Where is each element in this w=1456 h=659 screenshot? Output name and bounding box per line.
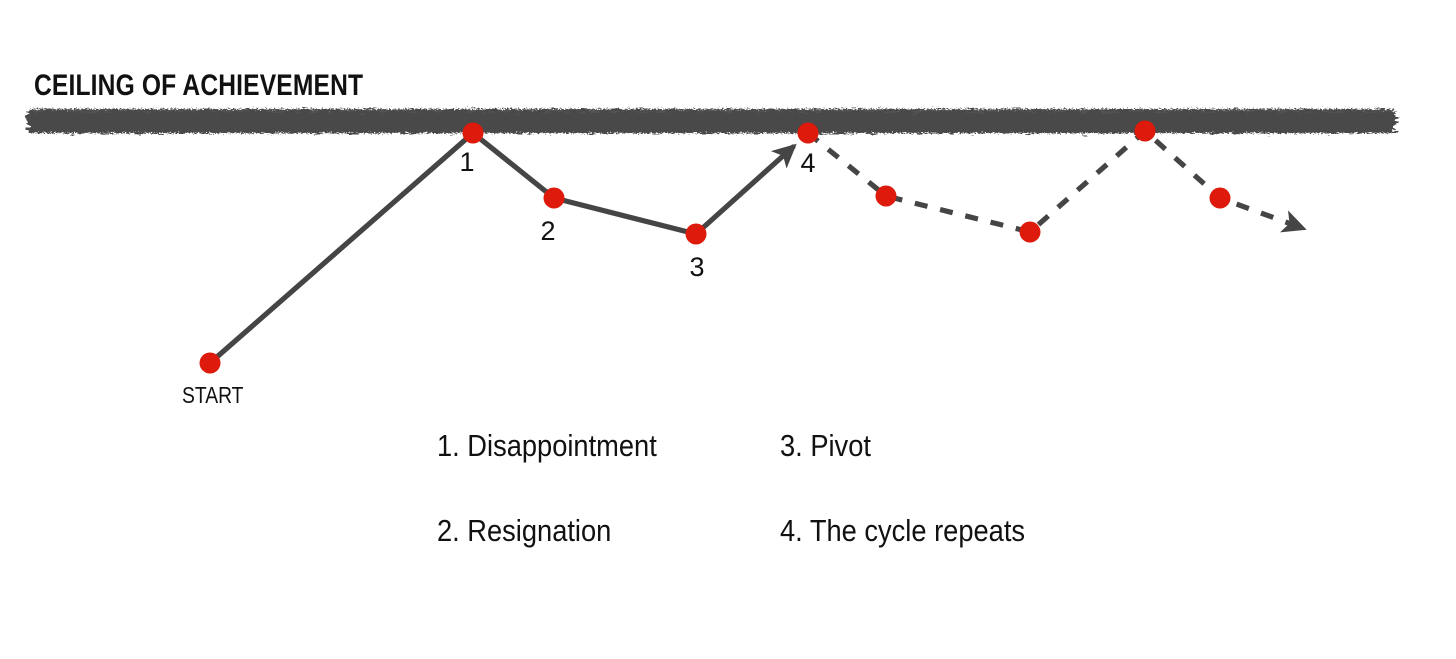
- legend: 1. Disappointment 2. Resignation 3. Pivo…: [437, 429, 1025, 548]
- dashed-trajectory: [806, 128, 1307, 235]
- data-point-start: [199, 352, 221, 374]
- solid-trajectory: [207, 130, 797, 366]
- point-label-3: 3: [689, 252, 704, 282]
- solid-path-line: [207, 130, 797, 366]
- data-point-4: [797, 122, 819, 144]
- legend-item-1: 1. Disappointment: [437, 429, 657, 463]
- data-point-8: [1209, 187, 1231, 209]
- legend-item-2: 2. Resignation: [437, 514, 611, 548]
- point-label-1: 1: [459, 147, 474, 177]
- dashed-path-line: [806, 128, 1307, 235]
- ceiling-band: [28, 109, 1396, 133]
- data-points: [199, 120, 1231, 374]
- point-label-4: 4: [800, 148, 815, 178]
- start-label: START: [182, 384, 244, 409]
- legend-item-4: 4. The cycle repeats: [780, 514, 1025, 548]
- data-point-7: [1134, 120, 1156, 142]
- legend-item-3: 3. Pivot: [780, 429, 871, 463]
- page-title: CEILING OF ACHIEVEMENT: [34, 68, 363, 102]
- data-point-5: [875, 185, 897, 207]
- data-point-1: [462, 122, 484, 144]
- data-point-6: [1019, 221, 1041, 243]
- point-label-2: 2: [540, 216, 555, 246]
- data-point-2: [543, 187, 565, 209]
- point-number-labels: 1 2 3 4: [459, 147, 815, 282]
- data-point-3: [685, 223, 707, 245]
